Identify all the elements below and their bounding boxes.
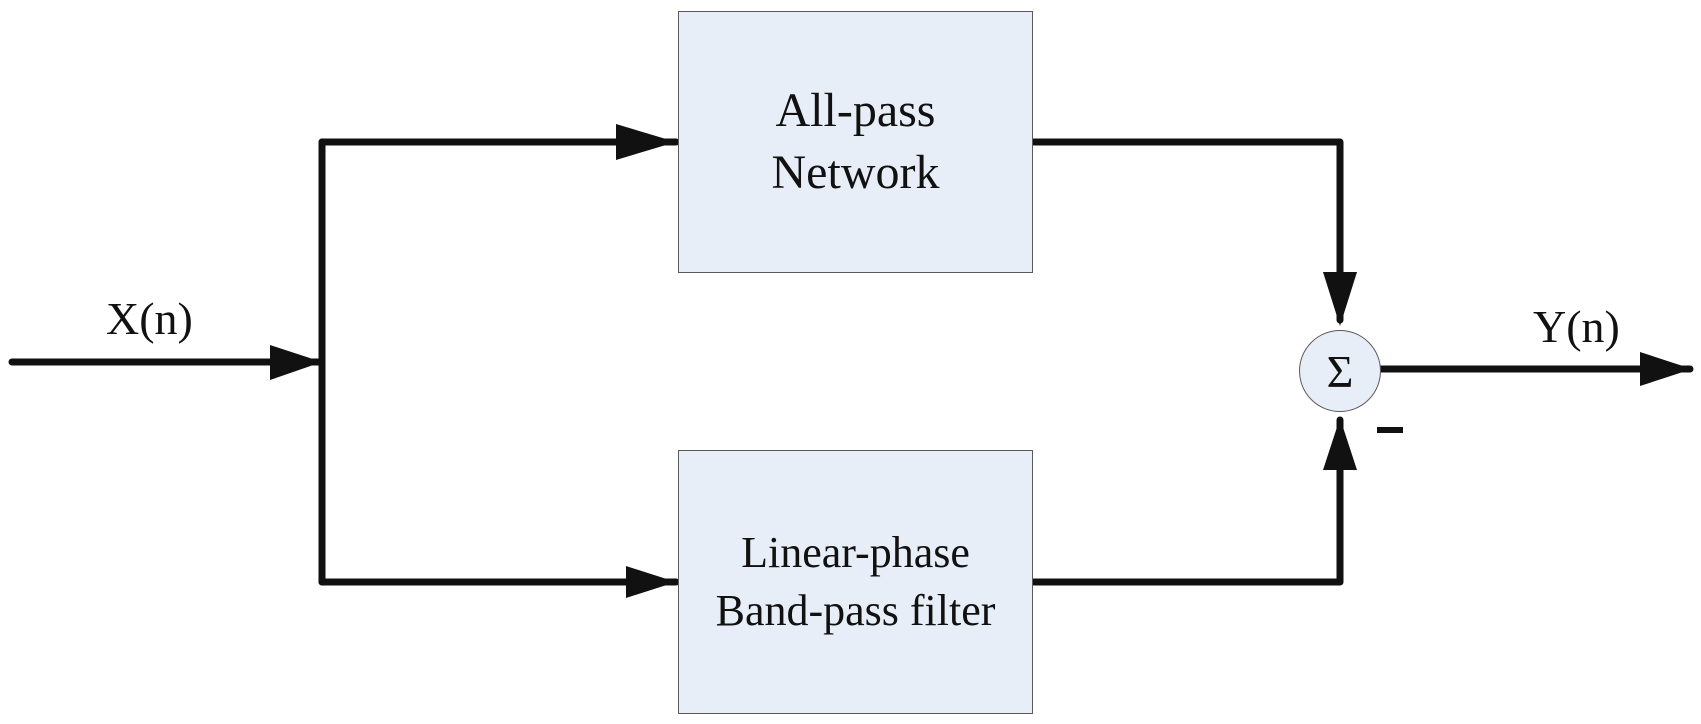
bandpass-output-arrowhead (1323, 418, 1357, 470)
input-signal-label: X(n) (106, 293, 193, 344)
allpass-block-line-2: Network (771, 146, 940, 199)
bandpass-block-line-1: Linear-phase (741, 528, 970, 577)
allpass-block-line-1: All-pass (775, 84, 936, 137)
bandpass-output-line (1030, 416, 1344, 586)
output-arrowhead (1640, 352, 1692, 386)
bottom-branch-arrowhead (626, 566, 676, 598)
allpass-network-block: All-pass Network (678, 11, 1033, 273)
bandpass-block-line-2: Band-pass filter (715, 586, 996, 635)
output-signal-label: Y(n) (1533, 301, 1620, 352)
negative-input-sign (1377, 427, 1403, 433)
top-branch-arrowhead (616, 124, 676, 160)
sigma-symbol: Σ (1326, 345, 1354, 397)
bandpass-filter-block: Linear-phase Band-pass filter (678, 450, 1033, 714)
allpass-output-arrowhead (1323, 272, 1357, 326)
input-arrowhead (270, 345, 322, 380)
allpass-output-line (1030, 138, 1344, 324)
summing-junction: Σ (1299, 330, 1381, 412)
